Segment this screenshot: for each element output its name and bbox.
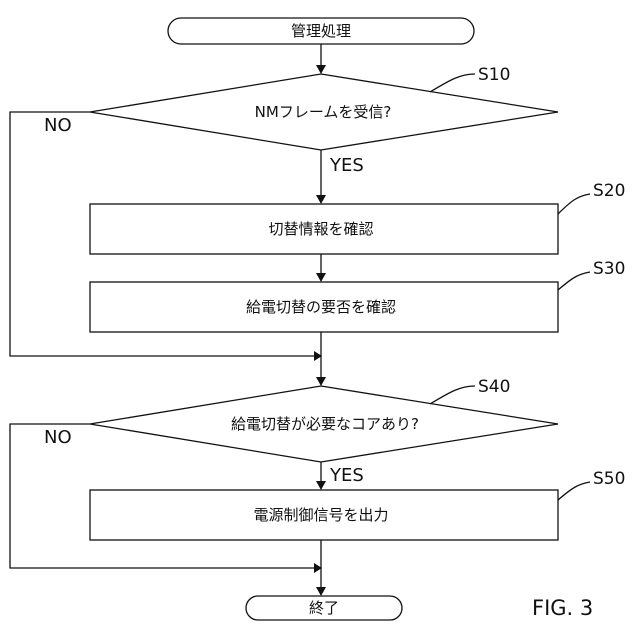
process-s30: 給電切替の要否を確認 bbox=[90, 282, 558, 332]
leader-s10 bbox=[430, 74, 475, 92]
leader-s50 bbox=[558, 482, 590, 500]
end-terminal-label: 終了 bbox=[309, 599, 339, 617]
decision-s10-label: NMフレームを受信? bbox=[255, 103, 392, 121]
branch-label-s40-yes: YES bbox=[329, 465, 364, 486]
step-id-s40: S40 bbox=[478, 377, 510, 397]
step-id-s30: S30 bbox=[593, 259, 625, 279]
arrowhead-s30-s40 bbox=[316, 377, 326, 386]
leader-s40 bbox=[430, 386, 475, 404]
arrowhead-s10-yes bbox=[316, 195, 326, 204]
leader-s20 bbox=[558, 194, 590, 214]
end-terminal: 終了 bbox=[246, 596, 402, 620]
process-s30-label: 給電切替の要否を確認 bbox=[246, 298, 396, 316]
process-s50-label: 電源制御信号を出力 bbox=[253, 506, 388, 524]
decision-s40-label: 給電切替が必要なコアあり? bbox=[231, 415, 419, 433]
step-id-s10: S10 bbox=[478, 65, 510, 85]
step-id-s20: S20 bbox=[593, 181, 625, 201]
branch-label-s10-yes: YES bbox=[329, 155, 364, 176]
arrowhead-s20-s30 bbox=[316, 273, 326, 282]
branch-label-s40-no: NO bbox=[44, 427, 72, 448]
arrowhead-s40-yes bbox=[316, 481, 326, 490]
decision-s10: NMフレームを受信? bbox=[90, 74, 558, 150]
process-s20: 切替情報を確認 bbox=[90, 204, 558, 254]
start-terminal-label: 管理処理 bbox=[291, 22, 351, 40]
process-s20-label: 切替情報を確認 bbox=[268, 220, 373, 238]
step-id-s50: S50 bbox=[593, 469, 625, 489]
arrowhead-s50-end bbox=[316, 587, 326, 596]
start-terminal: 管理処理 bbox=[168, 18, 474, 44]
decision-s40: 給電切替が必要なコアあり? bbox=[90, 386, 558, 462]
leader-s30 bbox=[558, 272, 590, 290]
process-s50: 電源制御信号を出力 bbox=[90, 490, 558, 540]
branch-label-s10-no: NO bbox=[44, 115, 72, 136]
figure-label: FIG. 3 bbox=[532, 596, 593, 620]
arrowhead-start-s10 bbox=[316, 65, 326, 74]
